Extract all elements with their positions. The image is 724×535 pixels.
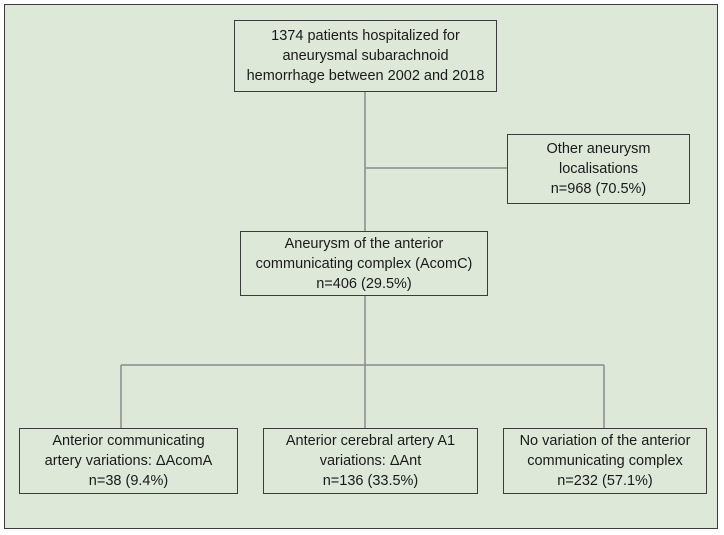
box-other-localisations-line-2: localisations xyxy=(559,161,638,177)
box-acoma-variations-line-1: Anterior communicating xyxy=(52,433,205,449)
box-other-localisations-line-1: Other aneurysm xyxy=(546,141,651,157)
box-a1-variations-line-3: n=136 (33.5%) xyxy=(322,473,419,489)
box-acomc-aneurysm-line-3: n=406 (29.5%) xyxy=(316,275,412,292)
box-acoma-variations-line-3: n=38 (9.4%) xyxy=(88,473,169,489)
box-acomc-aneurysm-line-2: communicating complex (AcomC) xyxy=(255,255,473,272)
box-total-patients-line-2: aneurysmal subarachnoid xyxy=(282,48,449,64)
box-other-localisations: Other aneurysm localisations n=968 (70.5… xyxy=(507,134,690,204)
box-acomc-aneurysm: Aneurysm of the anterior communicating c… xyxy=(240,231,488,296)
box-no-variation-line-3: n=232 (57.1%) xyxy=(557,473,653,489)
box-acomc-aneurysm-line-1: Aneurysm of the anterior xyxy=(284,235,444,252)
box-a1-variations-line-1: Anterior cerebral artery A1 xyxy=(285,433,456,449)
box-acoma-variations-line-2: artery variations: ΔAcomA xyxy=(44,453,213,469)
box-total-patients-line-1: 1374 patients hospitalized for xyxy=(271,28,460,44)
box-no-variation-line-1: No variation of the anterior xyxy=(519,433,691,449)
box-total-patients: 1374 patients hospitalized for aneurysma… xyxy=(234,20,497,92)
box-a1-variations: Anterior cerebral artery A1 variations: … xyxy=(263,428,478,494)
box-acoma-variations: Anterior communicating artery variations… xyxy=(19,428,238,494)
box-total-patients-line-3: hemorrhage between 2002 and 2018 xyxy=(246,68,485,84)
box-no-variation-line-2: communicating complex xyxy=(527,453,683,469)
box-no-variation: No variation of the anterior communicati… xyxy=(503,428,707,494)
box-a1-variations-line-2: variations: ΔAnt xyxy=(319,453,422,469)
box-other-localisations-line-3: n=968 (70.5%) xyxy=(550,181,647,197)
